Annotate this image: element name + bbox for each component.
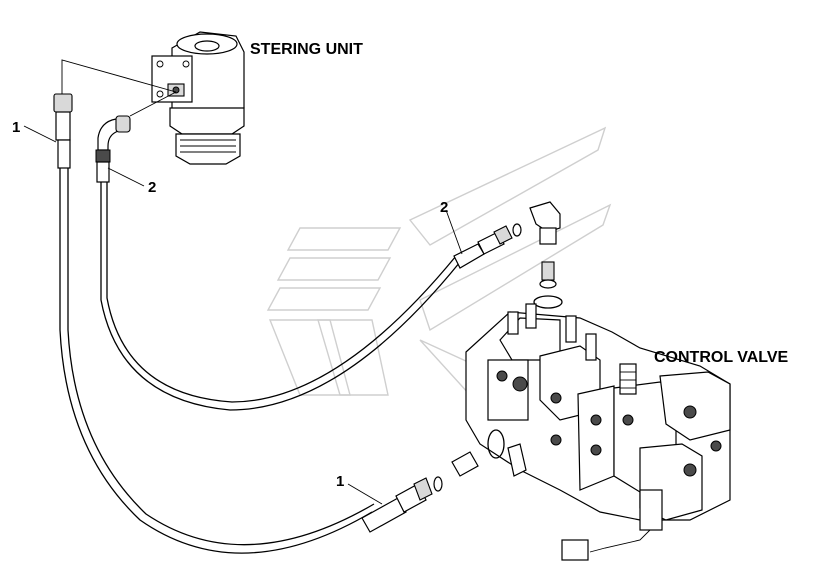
control-valve-label: CONTROL VALVE xyxy=(654,349,789,366)
callout-2-middle: 2 xyxy=(440,199,448,216)
hose1-top-fitting xyxy=(53,93,73,169)
callout-1-bottom: 1 xyxy=(336,473,344,490)
hose2-line xyxy=(100,182,461,411)
callout-leaders xyxy=(23,125,463,505)
hose2-middle-fitting xyxy=(453,201,563,309)
hose2-top-fitting xyxy=(95,115,131,183)
steering-unit xyxy=(151,31,245,165)
callout-2-top: 2 xyxy=(148,179,156,196)
callout-1-top: 1 xyxy=(12,119,20,136)
hose1-line xyxy=(59,168,375,554)
steering-unit-label: STERING UNIT xyxy=(250,41,363,58)
hose1-bottom-fitting xyxy=(361,451,479,533)
leader-lines-top xyxy=(61,59,177,117)
control-valve xyxy=(465,303,731,561)
